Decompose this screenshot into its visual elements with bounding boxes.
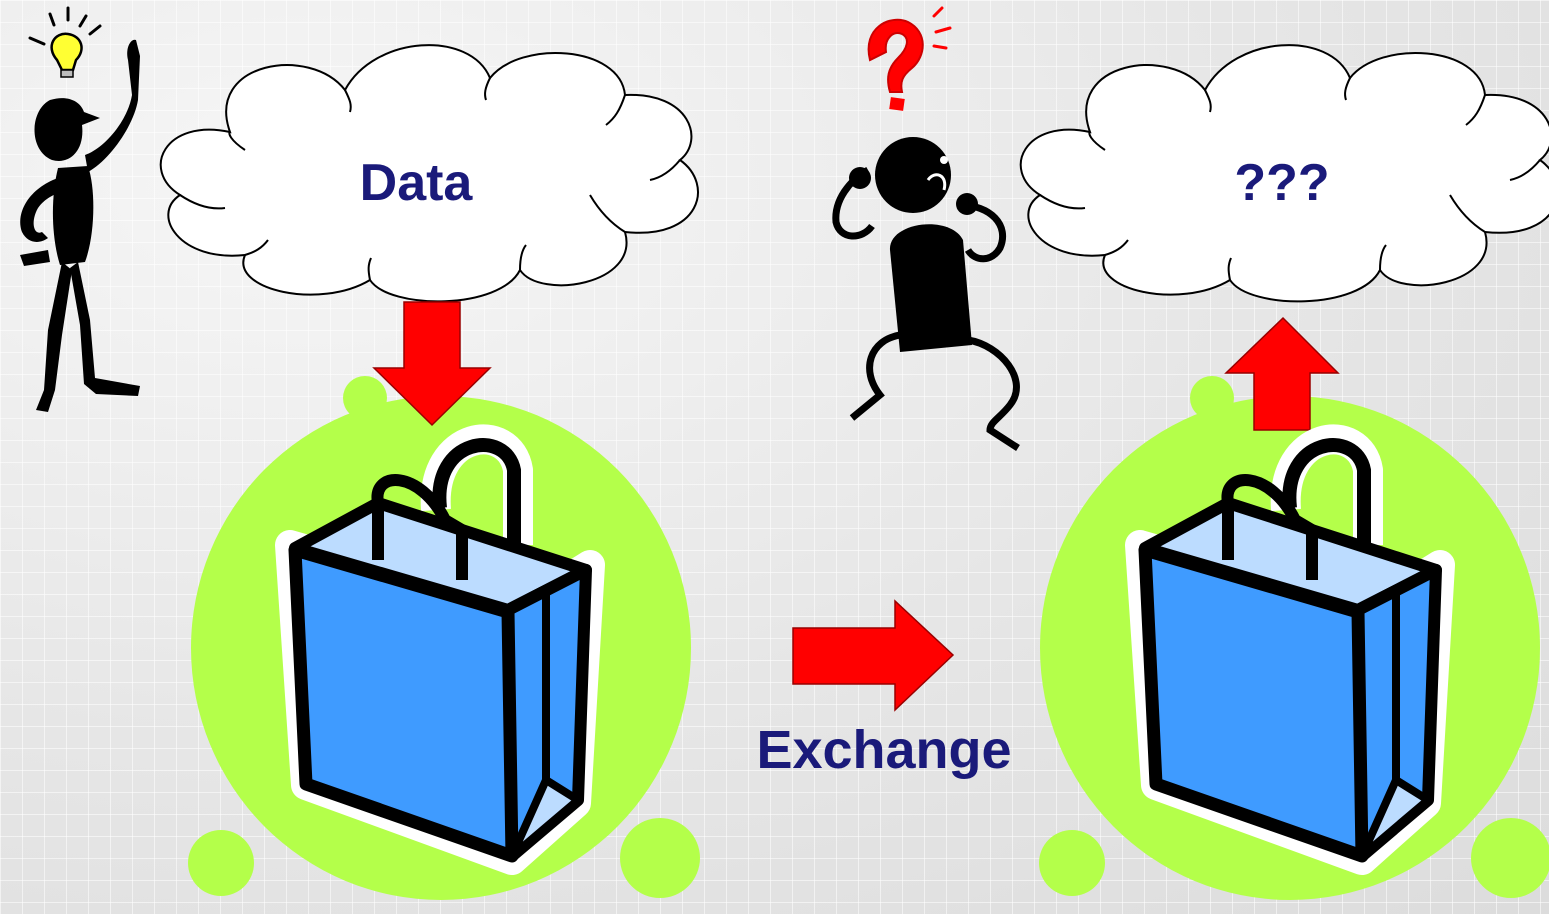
confused-person-icon — [832, 6, 1020, 451]
question-mark-icon — [867, 6, 952, 111]
up-arrow — [1224, 316, 1340, 431]
data-cloud-label: Data — [360, 154, 474, 212]
left-shopping-bag — [275, 424, 605, 875]
lightbulb-icon — [28, 6, 102, 78]
right-shopping-bag — [1125, 424, 1455, 875]
exchange-label: Exchange — [756, 720, 1011, 780]
down-arrow — [372, 301, 492, 427]
idea-person-icon — [20, 6, 140, 412]
unknown-cloud-label: ??? — [1234, 154, 1329, 212]
exchange-arrow — [792, 599, 955, 712]
data-cloud: Data — [159, 44, 699, 303]
unknown-cloud: ??? — [1019, 44, 1549, 303]
